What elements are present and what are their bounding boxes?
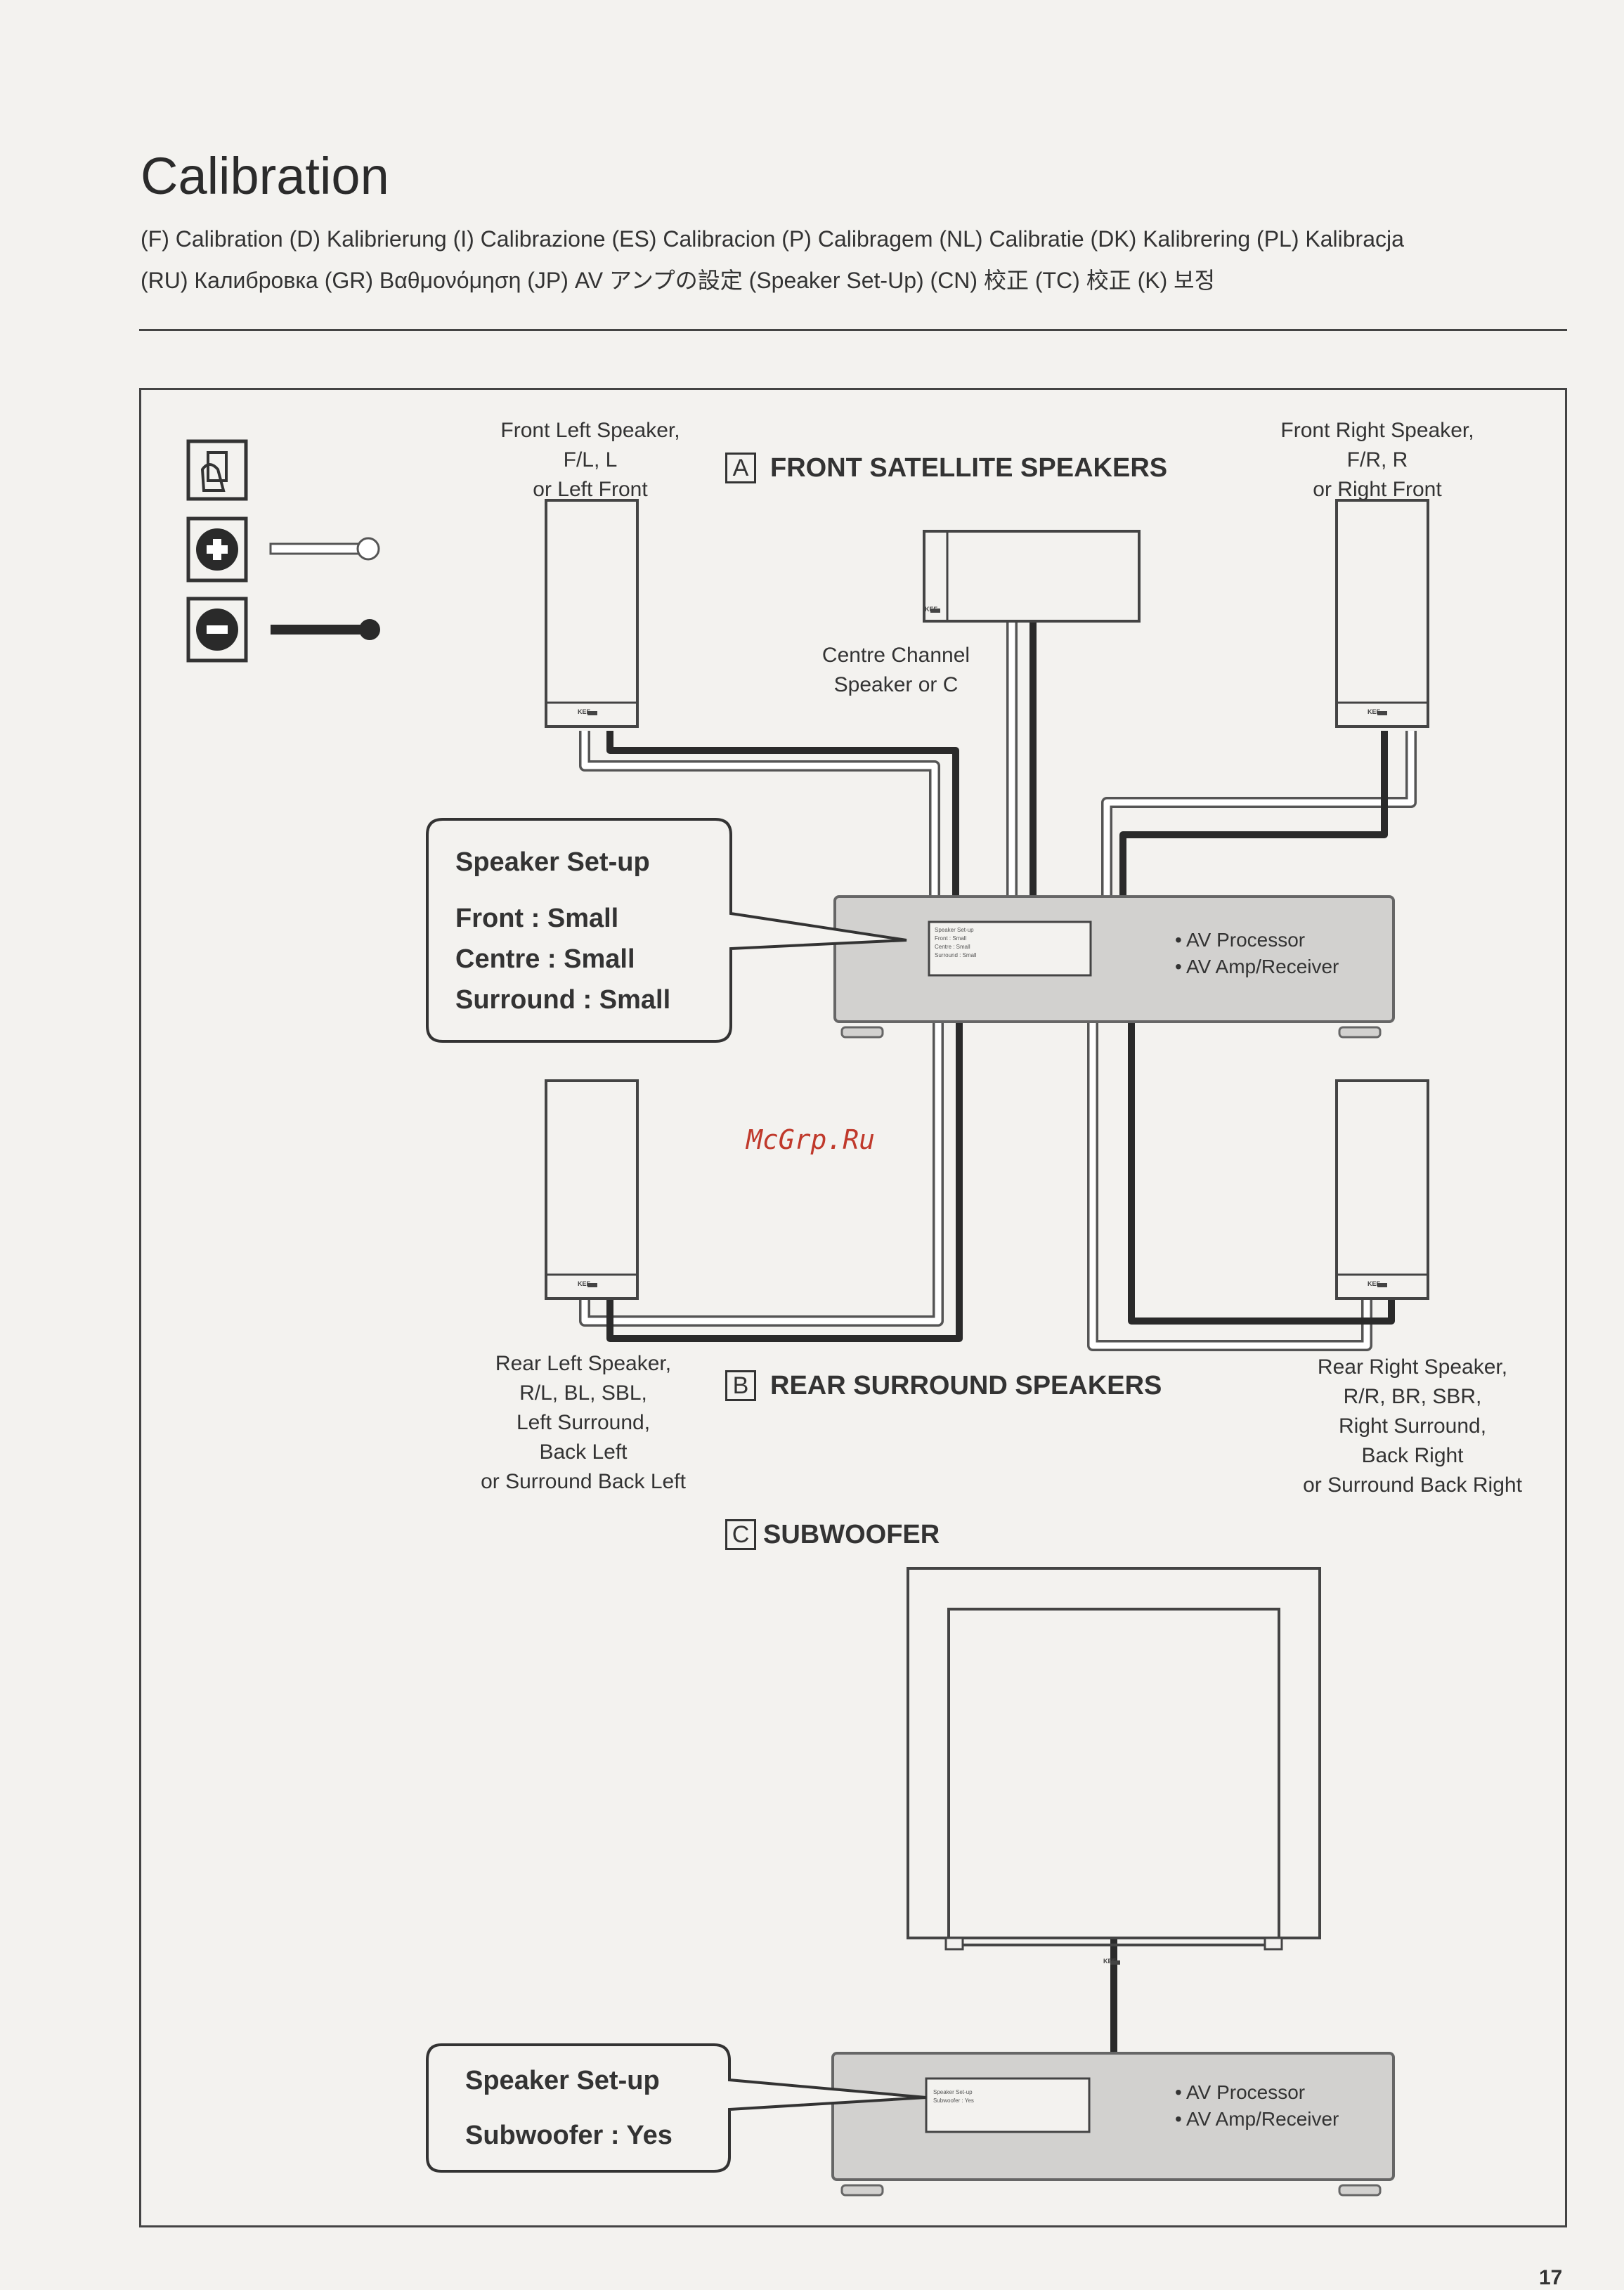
processor-top-label-2: • AV Amp/Receiver: [1175, 956, 1339, 977]
title-divider: [139, 329, 1567, 331]
manual-icon: [186, 439, 248, 501]
callout-top-heading: Speaker Set-up: [455, 847, 650, 877]
section-b-heading: B REAR SURROUND SPEAKERS: [725, 1370, 1162, 1401]
section-c-letter: C: [725, 1519, 756, 1550]
callout-top-bubble: [426, 818, 907, 1043]
positive-terminal-icon: [186, 516, 248, 583]
av-processor-bottom: [831, 2052, 1395, 2197]
diagram-frame: [139, 388, 1567, 2227]
section-a-letter: A: [725, 453, 756, 483]
lcd-bottom-line: Speaker Set-up: [933, 2089, 973, 2095]
section-b-title: REAR SURROUND SPEAKERS: [770, 1370, 1162, 1400]
callout-top-front: Front : Small: [455, 904, 619, 933]
section-a-title: FRONT SATELLITE SPEAKERS: [770, 453, 1168, 483]
page-number: 17: [1539, 2266, 1563, 2289]
rear-right-speaker-label: Rear Right Speaker, R/R, BR, SBR, Right …: [1303, 1355, 1522, 1497]
section-b-letter: B: [725, 1370, 756, 1401]
positive-cable-icon: [269, 537, 380, 561]
negative-cables: [606, 622, 1395, 2052]
lcd-top-line: Front : Small: [935, 935, 967, 942]
section-c-title: SUBWOOFER: [763, 1519, 940, 1549]
processor-bottom-label-2: • AV Amp/Receiver: [1175, 2108, 1339, 2130]
callout-top-centre: Centre : Small: [455, 944, 635, 974]
brand-logo-centre: KEF: [925, 606, 937, 613]
callout-bottom-subwoofer: Subwoofer : Yes: [465, 2121, 673, 2150]
watermark: McGrp.Ru: [746, 1124, 876, 1155]
av-processor-top: [833, 895, 1395, 1039]
legend: [186, 439, 380, 663]
front-right-speaker-label: Front Right Speaker, F/R, R or Right Fro…: [1280, 419, 1474, 501]
front-left-speaker: [545, 499, 639, 728]
section-a-heading: A FRONT SATELLITE SPEAKERS: [725, 453, 1167, 483]
centre-speaker-label: Centre Channel Speaker or C: [821, 644, 970, 696]
brand-logo-subwoofer: KEF: [1103, 1958, 1116, 1965]
callout-top-surround: Surround : Small: [455, 985, 671, 1015]
front-left-speaker-label: Front Left Speaker, F/L, L or Left Front: [500, 419, 680, 501]
page-title: Calibration: [141, 147, 389, 205]
lcd-top-line: Speaker Set-up: [935, 927, 974, 933]
negative-terminal-icon: [186, 597, 248, 663]
rear-right-speaker: [1335, 1079, 1429, 1300]
processor-top-label-1: • AV Processor: [1175, 929, 1306, 951]
callout-bottom-bubble: [426, 2043, 927, 2173]
lcd-bottom-line: Subwoofer : Yes: [933, 2097, 974, 2104]
section-c-heading: C SUBWOOFER: [725, 1519, 940, 1550]
rear-left-speaker-label: Rear Left Speaker, R/L, BL, SBL, Left Su…: [481, 1352, 686, 1493]
brand-logo-front-right: KEF: [1368, 708, 1380, 715]
lcd-top-line: Surround : Small: [935, 952, 977, 958]
front-right-speaker: [1335, 499, 1429, 728]
negative-cable-icon: [271, 619, 380, 640]
brand-logo-rear-right: KEF: [1368, 1280, 1380, 1287]
lcd-top: Speaker Set-up Front : Small Centre : Sm…: [935, 926, 977, 960]
callout-bottom-heading: Speaker Set-up: [465, 2066, 660, 2095]
brand-logo-front-left: KEF: [578, 708, 590, 715]
centre-speaker: [923, 530, 1141, 623]
lcd-top-line: Centre : Small: [935, 944, 970, 950]
lcd-bottom: Speaker Set-up Subwoofer : Yes: [933, 2088, 974, 2105]
translations-line-2: (RU) Калибровка (GR) Βαθμονόμηση (JP) AV…: [141, 268, 1216, 293]
subwoofer: [907, 1567, 1321, 1965]
processor-bottom-label-1: • AV Processor: [1175, 2081, 1306, 2103]
rear-left-speaker: [545, 1079, 639, 1300]
translations-line-1: (F) Calibration (D) Kalibrierung (I) Cal…: [141, 226, 1404, 252]
brand-logo-rear-left: KEF: [578, 1280, 590, 1287]
